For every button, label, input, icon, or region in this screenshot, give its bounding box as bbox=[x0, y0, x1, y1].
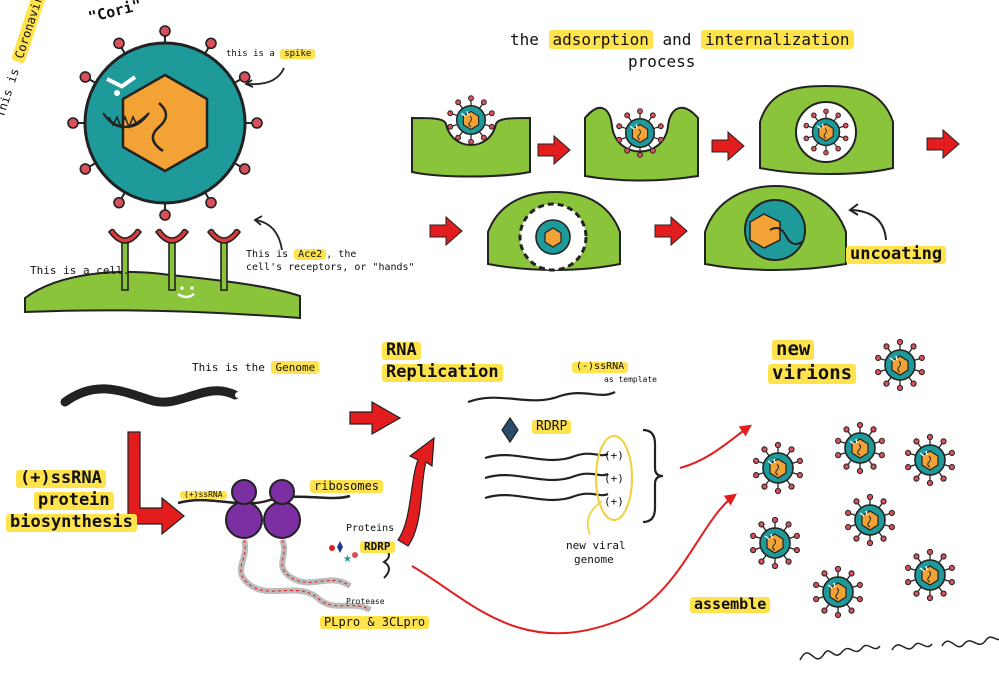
rna-strands bbox=[467, 390, 664, 524]
assemble-label: assemble bbox=[690, 596, 771, 613]
arrow-to-virions-2 bbox=[411, 493, 737, 635]
receptor-label-c: , the bbox=[326, 249, 357, 260]
biosynthesis-line-3: biosynthesis bbox=[6, 513, 137, 532]
rdrp-small-label: RDRP bbox=[360, 541, 395, 553]
stage-4 bbox=[487, 190, 621, 272]
process-title: the adsorption and internalization bbox=[510, 30, 854, 49]
plus-strand-1: (+) bbox=[604, 449, 624, 462]
ace2-receptors bbox=[107, 228, 242, 291]
receptor-label-line2: cell's receptors, or "hands" bbox=[246, 262, 415, 273]
plus-strand-3: (+) bbox=[604, 495, 624, 508]
biosynthesis-line-2: protein bbox=[34, 491, 114, 510]
virus-cori bbox=[67, 25, 263, 221]
new-genome-pointer bbox=[586, 500, 603, 536]
spike-label-prefix: this is a bbox=[226, 49, 281, 59]
cell-membrane bbox=[24, 270, 301, 320]
new-viral-genome-line-1: new viral bbox=[566, 539, 626, 552]
ribosomes-label: ribosomes bbox=[310, 480, 384, 493]
svg-text:★: ★ bbox=[343, 554, 352, 565]
new-viral-genome-line-2: genome bbox=[574, 553, 614, 566]
new-virions-line-1: new bbox=[772, 339, 815, 360]
process-arrows bbox=[429, 128, 960, 247]
minus-ssrna-label: (-)ssRNA bbox=[572, 361, 629, 373]
signature-scribble bbox=[799, 636, 999, 661]
ribosome-complex: ★ bbox=[177, 479, 390, 613]
biosynthesis-arrow bbox=[127, 431, 185, 536]
stage-2 bbox=[584, 106, 699, 182]
spike-pointer-arrow bbox=[247, 67, 285, 86]
protease-label: Protease bbox=[346, 597, 385, 606]
rdrp-diamond bbox=[501, 416, 519, 444]
rna-replication-line-2: Replication bbox=[382, 363, 503, 382]
title-and: and bbox=[652, 30, 702, 49]
rdrp-label: RDRP bbox=[532, 420, 572, 434]
plus-ssrna-label: (+)ssRNA bbox=[180, 490, 227, 500]
stage-5 bbox=[704, 184, 847, 271]
as-template-label: as template bbox=[604, 375, 657, 384]
receptor-label-a: This is bbox=[246, 249, 295, 260]
genome-label-prefix: This is the bbox=[192, 361, 272, 374]
proteins-label: Proteins bbox=[346, 523, 395, 534]
title-adsorption: adsorption bbox=[548, 30, 653, 49]
new-virions-line-2: virions bbox=[768, 363, 857, 384]
uncoating-label: uncoating bbox=[846, 245, 947, 264]
spike-label-word: spike bbox=[280, 49, 316, 59]
genome-label-word: Genome bbox=[271, 361, 320, 374]
plus-strand-2: (+) bbox=[604, 472, 624, 485]
spike-label: this is a spike bbox=[226, 49, 316, 59]
arrow-to-virions-1 bbox=[679, 424, 752, 469]
title-internalization: internalization bbox=[701, 30, 854, 49]
process-title-line2: process bbox=[628, 52, 696, 71]
receptor-pointer-arrow bbox=[255, 219, 283, 251]
genome-strand bbox=[60, 384, 241, 407]
rna-replication-line-1: RNA bbox=[382, 341, 421, 360]
title-the: the bbox=[510, 30, 549, 49]
plpro-label: PLpro & 3CLpro bbox=[320, 616, 430, 629]
replication-arrow-top bbox=[349, 400, 402, 436]
replication-arrow-curved bbox=[397, 436, 435, 547]
uncoating-pointer-arrow bbox=[851, 209, 887, 241]
biosynthesis-line-1: (+)ssRNA bbox=[16, 469, 106, 488]
genome-label: This is the Genome bbox=[192, 361, 320, 374]
new-genome-ellipse bbox=[595, 435, 633, 521]
stage-1 bbox=[411, 96, 531, 178]
cell-label: This is a cell. bbox=[30, 264, 130, 277]
stage-3 bbox=[759, 84, 894, 175]
receptor-label: This is Ace2, the cell's receptors, or "… bbox=[246, 248, 415, 274]
receptor-label-ace2: Ace2 bbox=[294, 249, 327, 260]
